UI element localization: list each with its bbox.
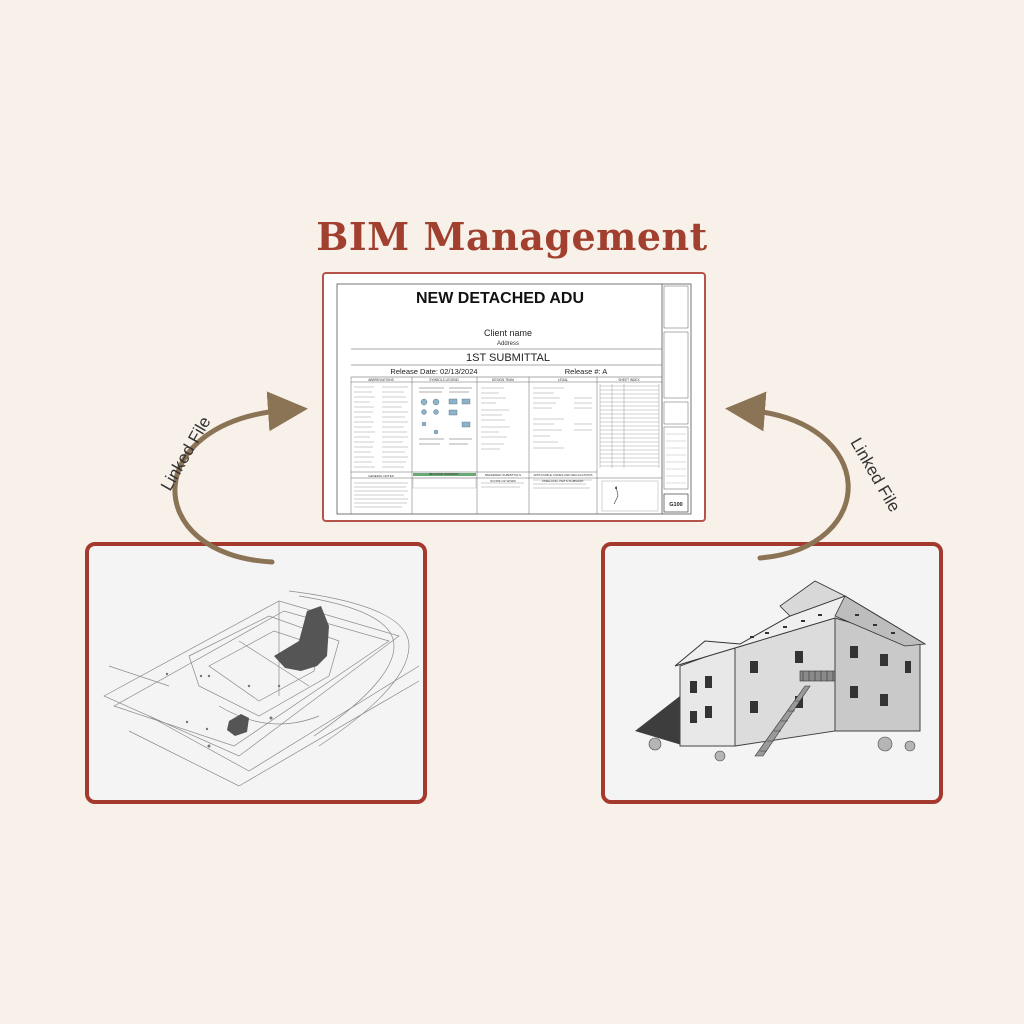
section-symbols: SYMBOLS LEGEND: [429, 378, 459, 382]
section-design-team: DESIGN TEAM: [492, 378, 514, 382]
site-plan-drawing: [103, 590, 420, 787]
section-abbreviations: ABBREVIATIONS: [368, 378, 393, 382]
project-title: NEW DETACHED ADU: [416, 290, 584, 307]
right-linked-label: Linked File: [847, 435, 905, 516]
title-sheet-card[interactable]: G100 NEW DETACHED ADU Client name Addres…: [322, 272, 706, 522]
title-sheet-drawing: G100 NEW DETACHED ADU Client name Addres…: [336, 283, 692, 515]
submittal-label: 1ST SUBMITTAL: [466, 352, 550, 364]
section-deferred: DEFERRED SUBMITTALS: [485, 473, 521, 477]
section-revision: REVISION SUMMARY: [429, 472, 459, 476]
client-name: Client name: [484, 328, 532, 338]
section-dwelling: DWELLING UNITS SUMMARY: [542, 479, 584, 483]
left-linked-label: Linked File: [157, 413, 215, 494]
left-linked-arrow: [172, 391, 308, 565]
site-plan-panel[interactable]: [85, 542, 427, 804]
client-address: Address: [497, 341, 519, 347]
section-sheet-index: SHEET INDEX: [618, 378, 640, 382]
building-model-panel[interactable]: [601, 542, 943, 804]
sheet-number: G100: [669, 502, 682, 508]
release-number: Release #: A: [565, 367, 608, 376]
building-model-drawing: [635, 580, 927, 762]
page-title: BIM Management: [316, 214, 708, 259]
section-scope: SCOPE OF WORK: [490, 479, 516, 483]
section-codes: APPLICABLE CODES AND REGULATIONS: [534, 473, 593, 477]
section-legal: LEGAL: [558, 378, 569, 382]
right-linked-arrow: [725, 391, 851, 561]
section-general-notes: GENERAL NOTES: [368, 474, 393, 478]
release-date: Release Date: 02/13/2024: [390, 367, 477, 376]
